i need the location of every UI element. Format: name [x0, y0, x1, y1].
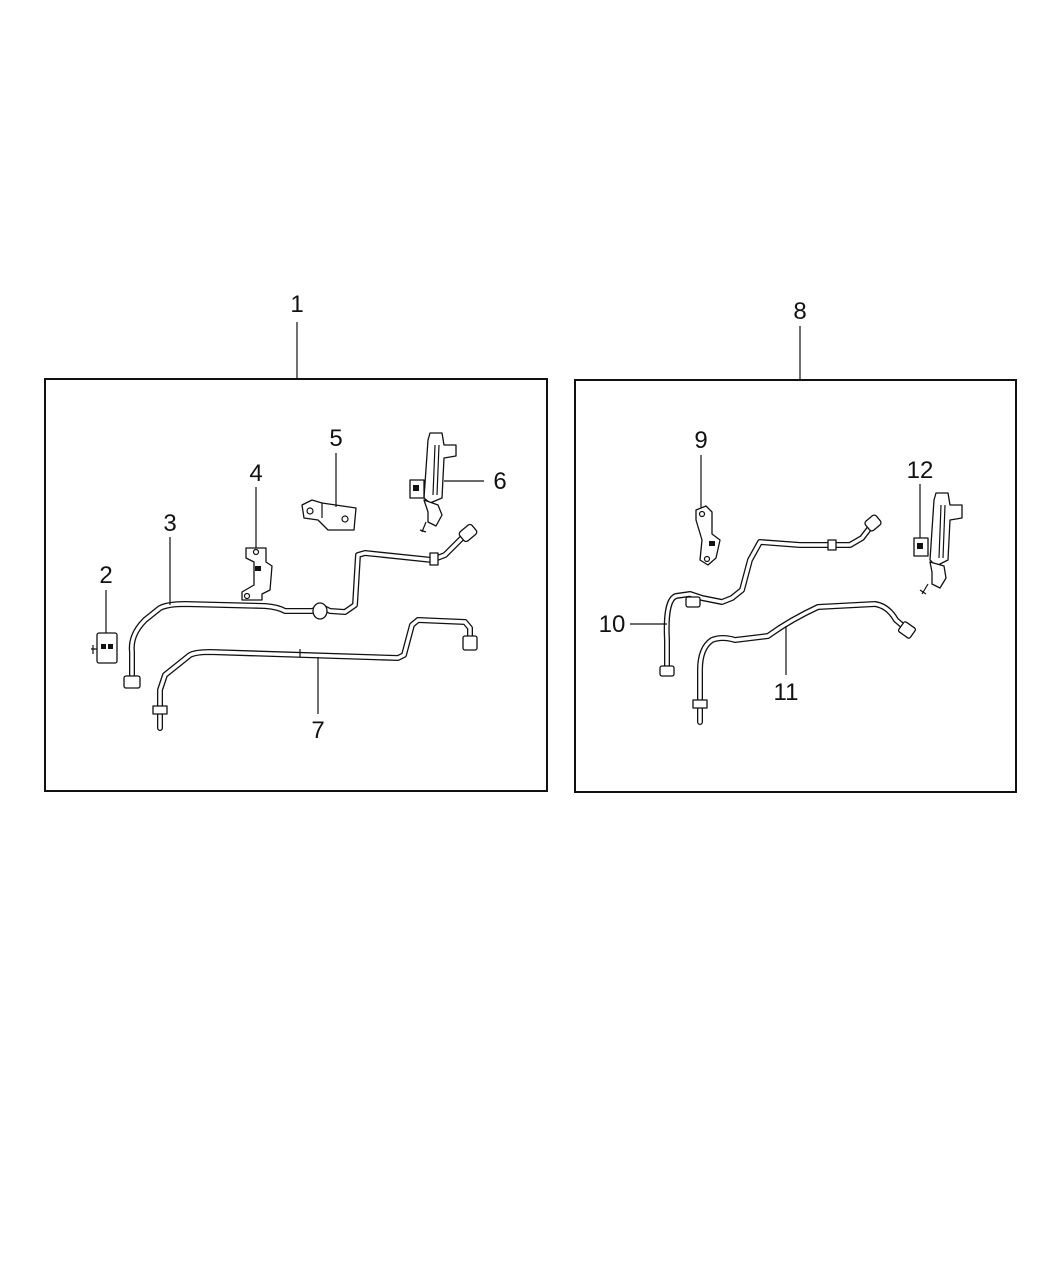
- callout-4: 4: [249, 460, 262, 487]
- callout-2: 2: [99, 562, 112, 589]
- group-8-assembly: 8 9 10 11: [574, 298, 1017, 793]
- group-1-frame: [44, 378, 548, 792]
- part-4-bracket: [241, 547, 273, 601]
- part-3-tube: [123, 523, 478, 689]
- callout-9: 9: [694, 427, 707, 454]
- callout-6: 6: [493, 468, 506, 495]
- callout-1: 1: [290, 291, 303, 318]
- part-9-bracket: [695, 505, 721, 566]
- group-8-frame: [574, 379, 1017, 793]
- callout-8: 8: [793, 298, 806, 325]
- group-1-assembly: 1 2 3 4: [44, 291, 548, 792]
- callout-10: 10: [599, 611, 626, 638]
- part-10-tube: [659, 514, 882, 677]
- callout-3: 3: [163, 510, 176, 537]
- callout-11: 11: [774, 679, 799, 706]
- part-7-tube: [152, 617, 478, 731]
- callout-7: 7: [311, 717, 324, 744]
- part-11-tube: [692, 601, 917, 725]
- callout-12: 12: [907, 457, 934, 484]
- part-5-bracket: [301, 499, 357, 531]
- part-12-sensor: [913, 492, 963, 595]
- callout-5: 5: [329, 425, 342, 452]
- part-6-sensor: [409, 432, 457, 533]
- part-2-clip: [91, 632, 118, 664]
